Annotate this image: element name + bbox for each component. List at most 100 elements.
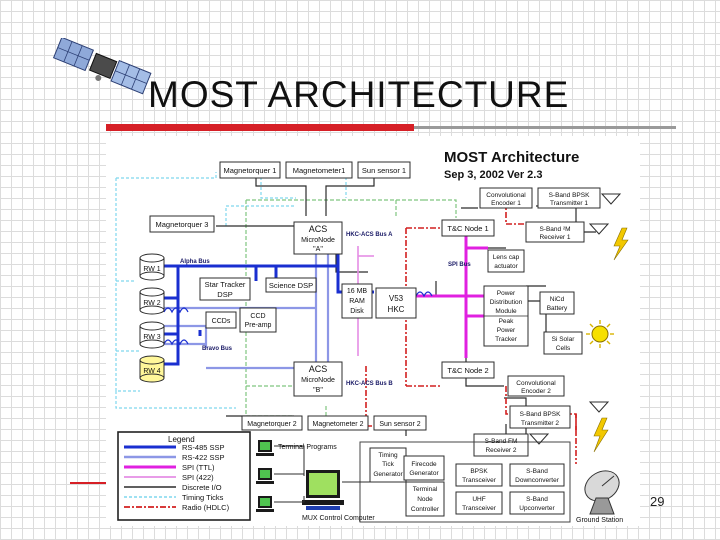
uhf-label-2: Transceiver bbox=[462, 505, 497, 512]
conv1-label-1: Convolutional bbox=[486, 192, 526, 199]
timing-label-2: Tick bbox=[382, 461, 394, 468]
slide-title: MOST ARCHITECTURE bbox=[148, 74, 570, 115]
footer-accent bbox=[70, 482, 110, 484]
acs-a-box bbox=[293, 221, 343, 255]
downconv-label-2: Downconverter bbox=[515, 477, 560, 484]
startracker-label-2: DSP bbox=[217, 290, 232, 299]
lenscap-label-2: actuator bbox=[494, 263, 518, 270]
satellite-icon bbox=[52, 38, 152, 95]
conv-encoder1-box bbox=[479, 187, 533, 209]
sunsensor1-box bbox=[357, 161, 411, 179]
downconv-label-1: S-Band bbox=[526, 468, 548, 475]
terminal2-icon bbox=[256, 468, 274, 484]
bravo-bus-label: Bravo Bus bbox=[202, 346, 233, 352]
v53-hkc-box bbox=[375, 287, 417, 319]
rw2-cylinder bbox=[139, 287, 165, 315]
conv2-label-2: Encoder 2 bbox=[521, 388, 551, 395]
magnetorquer1-box bbox=[219, 161, 281, 179]
sciencedsp-label: Science DSP bbox=[269, 281, 313, 290]
lightning-upper-icon bbox=[613, 227, 629, 261]
v53-label-2: HKC bbox=[388, 305, 405, 314]
sunsensor2-box bbox=[373, 415, 427, 431]
timing-label-3: Generator bbox=[373, 471, 403, 478]
magnetorquer2-box bbox=[241, 415, 303, 431]
tc-node2-box bbox=[441, 361, 495, 379]
terminal3-icon bbox=[256, 496, 274, 512]
bpsk-label-2: Transceiver bbox=[462, 477, 497, 484]
ccds-box bbox=[205, 311, 237, 329]
bpsk-label-1: BPSK bbox=[470, 468, 488, 475]
page-number: 29 bbox=[650, 494, 665, 509]
pdm-label-1: Power bbox=[497, 290, 516, 297]
spi-ttl-lines bbox=[416, 236, 488, 358]
solar-cells-box bbox=[543, 331, 583, 355]
tc-node2-label: T&C Node 2 bbox=[447, 366, 488, 375]
antenna-tx1-icon bbox=[600, 193, 622, 205]
alpha-bus-label: Alpha Bus bbox=[180, 259, 210, 265]
startracker-label-1: Star Tracker bbox=[205, 280, 246, 289]
sun-icon bbox=[586, 320, 614, 348]
startracker-box bbox=[199, 277, 251, 301]
magnetometer2-box bbox=[307, 415, 369, 431]
antenna-rx2-icon bbox=[528, 433, 550, 445]
tc-node1-label: T&C Node 1 bbox=[447, 224, 488, 233]
tnc-label-3: Controller bbox=[411, 506, 440, 513]
tc-node1-box bbox=[441, 219, 495, 237]
legend-label-5: Timing Ticks bbox=[182, 493, 224, 502]
sband-upconverter-box bbox=[509, 491, 565, 515]
legend-label-2: SPI (TTL) bbox=[182, 463, 215, 472]
rw3-label: RW 3 bbox=[143, 334, 160, 341]
sciencedsp-box bbox=[265, 277, 317, 293]
conv1-label-2: Encoder 1 bbox=[491, 200, 521, 207]
acs-a-label-1: ACS bbox=[309, 224, 328, 234]
sband-rx1-box bbox=[525, 221, 585, 243]
rw4-label: RW 4 bbox=[143, 368, 160, 375]
nicd-label-2: Battery bbox=[547, 305, 568, 312]
lenscap-box bbox=[487, 249, 525, 273]
terminal-icons bbox=[256, 440, 344, 512]
magnetorquer2-label: Magnetorquer 2 bbox=[247, 421, 297, 428]
acs-b-label-1: ACS bbox=[309, 364, 328, 374]
sunsensor2-label: Sun sensor 2 bbox=[379, 421, 420, 428]
timing-tick-lines bbox=[115, 172, 347, 409]
upconv-label-2: Upconverter bbox=[519, 505, 555, 512]
magnetometer1-box bbox=[285, 161, 353, 179]
firecode-label-1: Firecode bbox=[411, 461, 437, 468]
acs-b-label-2: MicroNode bbox=[301, 377, 335, 384]
terminal-programs-label: Terminal Programs bbox=[278, 444, 337, 451]
conv-encoder2-box bbox=[507, 375, 565, 397]
pdm-label-2: Distribution bbox=[490, 299, 523, 306]
antenna-rx1-icon bbox=[588, 223, 610, 235]
mux-computer-label: MUX Control Computer bbox=[302, 515, 375, 522]
lightning-lower-icon bbox=[593, 417, 609, 453]
nicd-label-1: NiCd bbox=[550, 296, 565, 303]
v53-label-1: V53 bbox=[389, 294, 404, 303]
ccdpreamp-label-2: Pre-amp bbox=[245, 322, 272, 329]
tnc-box bbox=[405, 481, 445, 517]
pdm-label-6: Tracker bbox=[495, 336, 518, 343]
legend-label-1: RS-422 SSP bbox=[182, 453, 225, 462]
solar-label-2: Cells bbox=[556, 345, 571, 352]
sbandrx2-label-1: S-Band FM bbox=[485, 438, 518, 445]
sbandrx2-label-2: Receiver 2 bbox=[485, 447, 516, 454]
legend-label-0: RS-485 SSP bbox=[182, 443, 225, 452]
sband-tx1-box bbox=[537, 187, 601, 209]
hkc-acs-b-label: HKC-ACS Bus B bbox=[346, 381, 393, 387]
sbandtx2-label-2: Transmitter 2 bbox=[521, 420, 559, 427]
ground-station-label: Ground Station bbox=[576, 517, 623, 524]
ram-label-1: 16 MB bbox=[347, 288, 368, 295]
title-underline-gray bbox=[414, 126, 676, 129]
magnetometer2-label: Magnetometer 2 bbox=[313, 421, 364, 428]
antenna-tx2-icon bbox=[588, 401, 610, 413]
solar-label-1: Si Solar bbox=[552, 336, 576, 343]
architecture-diagram: MOST Architecture Sep 3, 2002 Ver 2.3 bbox=[106, 136, 640, 526]
acs-a-label-3: "A" bbox=[313, 246, 323, 253]
ram-label-3: Disk bbox=[350, 308, 364, 315]
antennas bbox=[528, 193, 622, 445]
magnetorquer1-label: Magnetorquer 1 bbox=[224, 166, 277, 175]
terminal-connectors bbox=[274, 445, 370, 503]
acs-b-box bbox=[293, 361, 343, 397]
tnc-label-2: Node bbox=[417, 496, 433, 503]
